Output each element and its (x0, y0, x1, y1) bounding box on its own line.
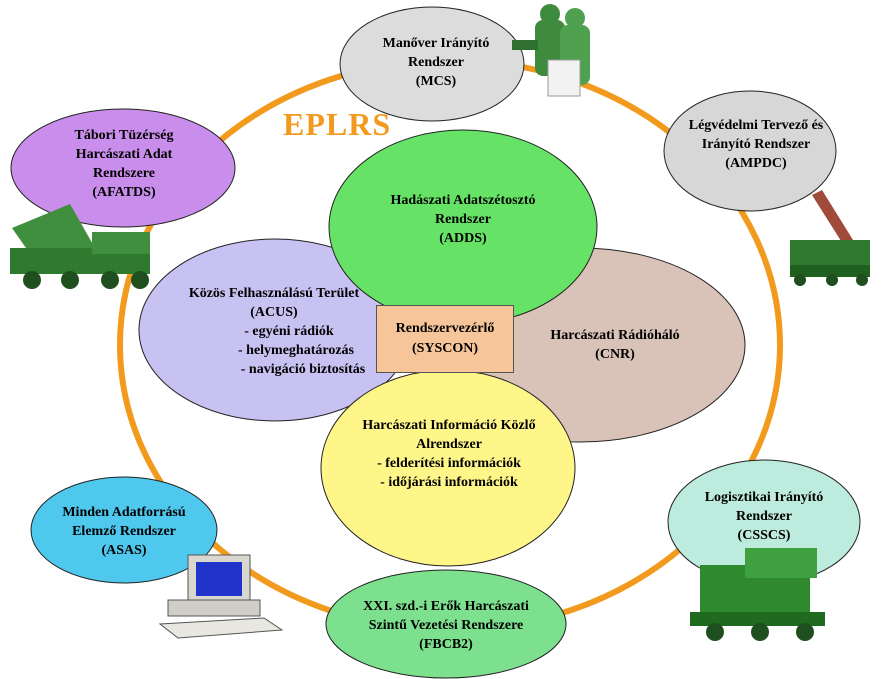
acus-line: Közös Felhasználású Terület (188, 286, 360, 301)
acus-label: Közös Felhasználású Terület (ACUS) - egy… (160, 284, 388, 379)
mcs-label: Manőver Irányító Rendszer (MCS) (370, 34, 502, 91)
asas-line: Elemző Rendszer (72, 524, 176, 539)
mcs-line: (MCS) (415, 74, 457, 89)
ampdc-ellipse (663, 90, 837, 212)
afatds-line: (AFATDS) (92, 185, 156, 200)
hikr-line: - időjárási információk (380, 475, 518, 490)
fbcb2-line: XXI. szd.-i Erők Harcászati (363, 599, 529, 614)
afatds-line: Harcászati Adat (75, 147, 173, 162)
ampdc-line: Légvédelmi Tervező és (688, 118, 824, 133)
csscs-line: Logisztikai Irányító (704, 490, 824, 505)
mcs-line: Rendszer (408, 55, 464, 70)
soldiers-icon (512, 4, 590, 97)
afatds-line: Rendszere (93, 166, 155, 181)
asas-label: Minden Adatforrású Elemző Rendszer (ASAS… (40, 503, 208, 560)
fbcb2-ellipse (325, 569, 567, 679)
hikr-line: Alrendszer (416, 437, 482, 452)
acus-line: (ACUS) (250, 305, 298, 320)
asas-line: (ASAS) (101, 543, 147, 558)
cnr-line: Harcászati Rádióháló (550, 328, 680, 343)
eplrs-title: EPLRS (283, 106, 392, 142)
asas-line: Minden Adatforrású (62, 505, 186, 520)
ampdc-line: Irányító Rendszer (701, 137, 811, 152)
fbcb2-line: Szintű Vezetési Rendszere (368, 618, 524, 633)
cnr-label: Harcászati Rádióháló (CNR) (520, 326, 710, 364)
mcs-line: Manőver Irányító (382, 36, 490, 51)
afatds-ellipse (10, 108, 236, 228)
afatds-label: Tábori Tüzérség Harcászati Adat Rendszer… (50, 126, 198, 202)
missile-vehicle-icon (790, 190, 870, 286)
asas-ellipse (30, 476, 218, 584)
csscs-line: (CSSCS) (737, 528, 791, 543)
adds-label: Hadászati Adatszétosztó Rendszer (ADDS) (355, 191, 571, 248)
acus-line: - navigáció biztosítás (240, 362, 366, 377)
ampdc-line: (AMPDC) (725, 156, 787, 171)
afatds-line: Tábori Tüzérség (74, 128, 174, 143)
adds-line: Rendszer (435, 212, 491, 227)
hikr-line: Harcászati Információ Közlő (362, 418, 536, 433)
syscon-box: Rendszervezérlő (SYSCON) (376, 305, 514, 373)
fbcb2-line: (FBCB2) (419, 637, 473, 652)
logistics-truck-icon (690, 548, 825, 641)
ampdc-label: Légvédelmi Tervező és Irányító Rendszer … (668, 116, 844, 173)
cnr-line: (CNR) (595, 347, 635, 362)
acus-line: - egyéni rádiók (244, 324, 334, 339)
mcs-ellipse (339, 6, 525, 122)
hikr-label: Harcászati Információ Közlő Alrendszer -… (334, 416, 564, 492)
csscs-label: Logisztikai Irányító Rendszer (CSSCS) (688, 488, 840, 545)
adds-line: Hadászati Adatszétosztó (390, 193, 536, 208)
csscs-line: Rendszer (736, 509, 792, 524)
fbcb2-label: XXI. szd.-i Erők Harcászati Szintű Vezet… (336, 597, 556, 654)
computer-icon (158, 554, 284, 639)
syscon-label-line: (SYSCON) (411, 341, 479, 356)
rocket-launcher-icon (10, 204, 150, 289)
acus-line: - helymeghatározás (238, 343, 354, 358)
hikr-line: - felderítési információk (377, 456, 521, 471)
adds-line: (ADDS) (439, 231, 487, 246)
syscon-label-line: Rendszervezérlő (395, 321, 495, 336)
